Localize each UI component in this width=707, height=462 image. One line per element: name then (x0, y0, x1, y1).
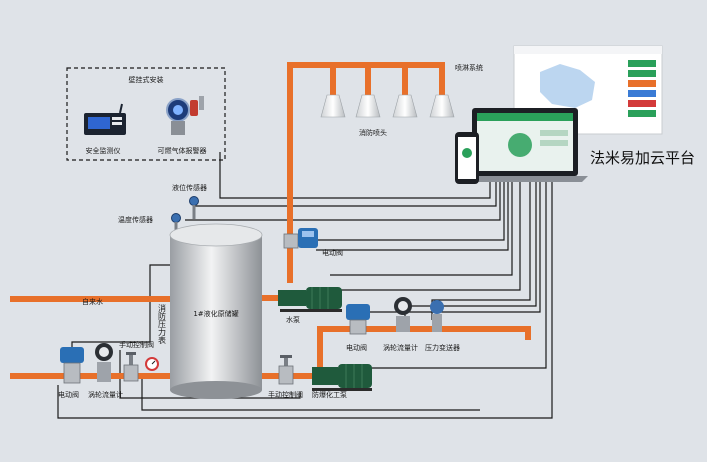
gas-alarm-icon[interactable] (166, 96, 204, 135)
vortex-meter-label: 涡轮流量计 (383, 343, 418, 352)
electric-valve-right-icon[interactable] (346, 304, 370, 335)
vortex-meter-bottom-label: 涡轮流量计 (88, 390, 123, 399)
temp-sensor-icon[interactable] (171, 213, 181, 233)
electric-valve-bottom-label: 电动阀 (58, 390, 79, 399)
manual-valve-bottom-icon[interactable] (123, 352, 139, 382)
water-pump-icon[interactable] (278, 287, 342, 312)
safety-monitor-icon[interactable] (84, 103, 126, 135)
laptop-icon (462, 108, 588, 182)
electric-valve-top-icon[interactable] (283, 228, 318, 249)
electric-valve-right-label: 电动阀 (346, 343, 367, 352)
pressure-transmitter-icon[interactable] (430, 300, 444, 332)
fire-nozzle-icon (320, 94, 455, 118)
phone-icon (455, 132, 479, 184)
pressure-gauge-icon[interactable] (145, 357, 159, 371)
vortex-meter-bottom-icon[interactable] (95, 343, 113, 382)
tap-water-label: 自来水 (82, 297, 103, 306)
wall-mount-label: 壁挂式安装 (129, 75, 164, 84)
level-sensor-icon[interactable] (189, 196, 199, 220)
platform-name: 法米易加云平台 (590, 149, 695, 167)
storage-tank-icon (169, 223, 263, 399)
electric-valve-top-label: 电动阀 (322, 248, 343, 257)
electric-valve-bottom-icon[interactable] (60, 347, 84, 384)
pump-label: 水泵 (286, 315, 300, 324)
fire-nozzle-label: 消防喷头 (359, 128, 387, 137)
pressure-transmitter-label: 压力变送器 (425, 343, 460, 352)
tank-label: 1#液化原储罐 (193, 309, 238, 318)
gas-alarm-label: 可燃气体报警器 (158, 146, 207, 155)
temp-sensor-label: 温度传感器 (118, 215, 153, 224)
pressure-gauge-vertical-text: 消防压力表 (158, 303, 167, 345)
pressure-gauge-vertical-label: 消防压力表 (158, 303, 167, 345)
vortex-meter-icon[interactable] (394, 297, 412, 332)
safety-monitor-label: 安全监测仪 (86, 146, 121, 155)
manual-valve-middle-icon[interactable] (278, 355, 294, 385)
spray-system-label: 喷淋系统 (455, 63, 483, 72)
manual-valve-middle-label: 手动控制阀 (268, 390, 303, 399)
level-sensor-label: 液位传感器 (172, 183, 207, 192)
explosion-proof-pump-icon[interactable] (312, 364, 372, 391)
water-pipes (10, 62, 531, 379)
wall-mount-box (66, 67, 226, 161)
fire-pump-label: 防爆化工泵 (312, 390, 347, 399)
manual-valve-top-label: 手动控制阀 (119, 340, 154, 349)
